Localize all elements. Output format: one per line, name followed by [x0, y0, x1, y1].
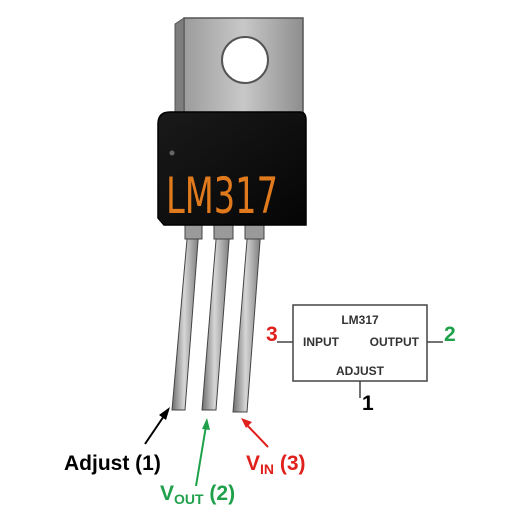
schematic-pin-output: 2 [444, 323, 456, 346]
mounting-hole [221, 36, 269, 84]
schematic-input-label: INPUT [303, 335, 340, 349]
vout-pin-label: VOUT (2) [160, 482, 235, 507]
schematic-output-label: OUTPUT [370, 335, 420, 349]
vin-pin-label: VIN (3) [246, 452, 306, 477]
chip-marking: LM317 [166, 167, 278, 225]
heatsink-tab [174, 17, 304, 126]
schematic-title: LM317 [341, 313, 379, 327]
package-body: LM317 [157, 111, 307, 226]
schematic-pin-adjust: 1 [362, 392, 374, 415]
pin-arrows [144, 407, 269, 487]
pin1-dot [169, 150, 175, 156]
schematic-symbol: LM317 INPUT OUTPUT ADJUST 3 2 1 [266, 304, 456, 415]
adjust-pin-label: Adjust (1) [64, 452, 161, 475]
schematic-adjust-label: ADJUST [336, 364, 385, 378]
schematic-pin-input: 3 [266, 323, 278, 346]
pin-legs [171, 224, 265, 413]
